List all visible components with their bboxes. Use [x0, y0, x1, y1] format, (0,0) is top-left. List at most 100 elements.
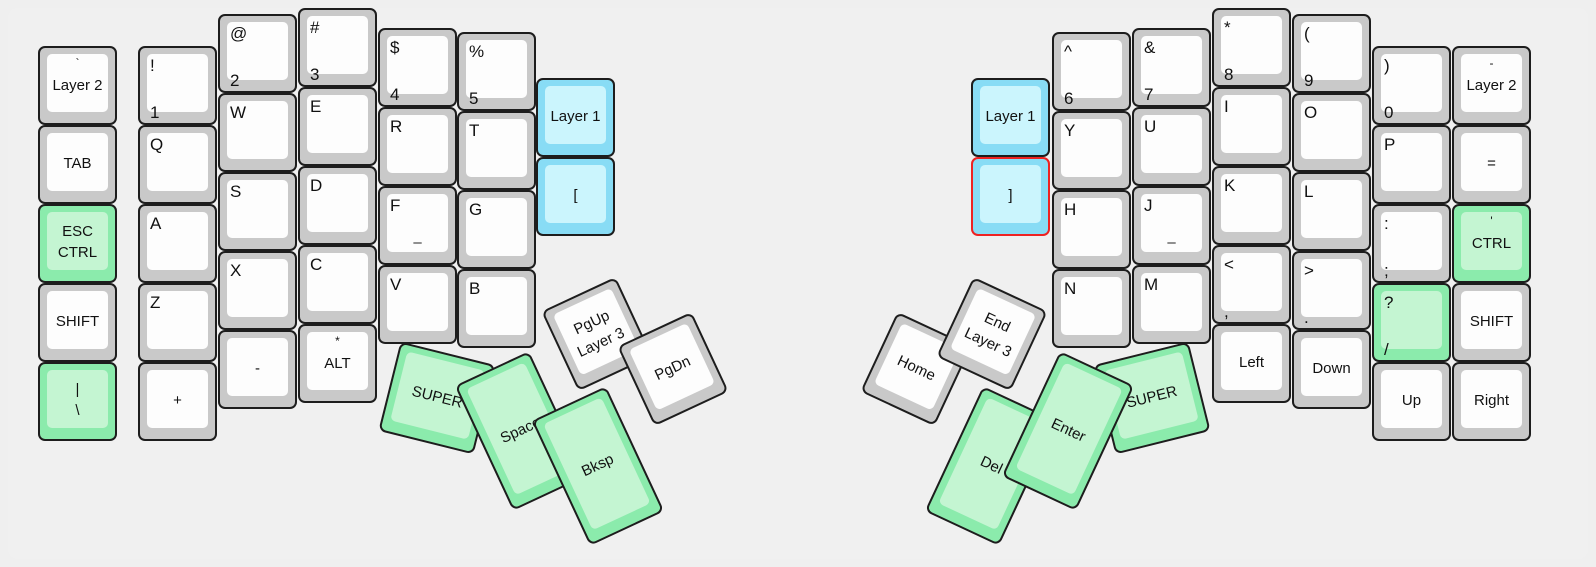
- key-cap: [1301, 101, 1362, 159]
- key-asterisk-alt[interactable]: *ALT: [298, 324, 377, 403]
- key-cap: [227, 338, 288, 396]
- key-equals[interactable]: =: [1452, 125, 1531, 204]
- key-cap: [466, 277, 527, 335]
- key-cap: [545, 86, 606, 144]
- key-minus[interactable]: -: [218, 330, 297, 409]
- key-w[interactable]: W: [218, 93, 297, 172]
- key-cap: [466, 198, 527, 256]
- key-g[interactable]: G: [457, 190, 536, 269]
- key-d[interactable]: D: [298, 166, 377, 245]
- key-cap: [387, 36, 448, 94]
- key-cap: [1301, 22, 1362, 80]
- key-q[interactable]: Q: [138, 125, 217, 204]
- key-r[interactable]: R: [378, 107, 457, 186]
- key-cap: [1461, 212, 1522, 270]
- key-cap: [307, 174, 368, 232]
- key-cap: [387, 273, 448, 331]
- key-6-caret[interactable]: ^6: [1052, 32, 1131, 111]
- key-pipe-backslash[interactable]: |\: [38, 362, 117, 441]
- key-f[interactable]: F–: [378, 186, 457, 265]
- key-question-slash[interactable]: ?/: [1372, 283, 1451, 362]
- key-cap: [1301, 259, 1362, 317]
- key-cap: [307, 16, 368, 74]
- key-cap: [1461, 370, 1522, 428]
- key-up[interactable]: Up: [1372, 362, 1451, 441]
- key-cap: [1381, 291, 1442, 349]
- key-cap: [147, 54, 208, 112]
- key-cap: [1141, 273, 1202, 331]
- key-cap: [949, 287, 1037, 376]
- key-cap: [1461, 133, 1522, 191]
- key-j[interactable]: J–: [1132, 186, 1211, 265]
- key-cap: [387, 194, 448, 252]
- key-7-amp[interactable]: &7: [1132, 28, 1211, 107]
- key-2-at[interactable]: @2: [218, 14, 297, 93]
- key-y[interactable]: Y: [1052, 111, 1131, 190]
- key-l[interactable]: L: [1292, 172, 1371, 251]
- key-layer1[interactable]: Layer 1: [536, 78, 615, 157]
- key-cap: [980, 165, 1041, 223]
- key-0-paren[interactable]: )0: [1372, 46, 1451, 125]
- key-i[interactable]: I: [1212, 87, 1291, 166]
- key-bracket-left[interactable]: [: [536, 157, 615, 236]
- key-cap: [1221, 95, 1282, 153]
- key-a[interactable]: A: [138, 204, 217, 283]
- key-s[interactable]: S: [218, 172, 297, 251]
- key-k[interactable]: K: [1212, 166, 1291, 245]
- key-4-dollar[interactable]: $4: [378, 28, 457, 107]
- key-cap: [307, 95, 368, 153]
- key-p[interactable]: P: [1372, 125, 1451, 204]
- key-comma[interactable]: <,: [1212, 245, 1291, 324]
- key-e[interactable]: E: [298, 87, 377, 166]
- key-layer1-right[interactable]: Layer 1: [971, 78, 1050, 157]
- key-down[interactable]: Down: [1292, 330, 1371, 409]
- key-cap: [1221, 332, 1282, 390]
- key-t[interactable]: T: [457, 111, 536, 190]
- key-cap: [1141, 194, 1202, 252]
- key-minus-layer2[interactable]: -Layer 2: [1452, 46, 1531, 125]
- key-cap: [147, 133, 208, 191]
- key-shift[interactable]: SHIFT: [38, 283, 117, 362]
- key-h[interactable]: H: [1052, 190, 1131, 269]
- key-u[interactable]: U: [1132, 107, 1211, 186]
- key-8-star[interactable]: *8: [1212, 8, 1291, 87]
- key-cap: [1141, 115, 1202, 173]
- key-z[interactable]: Z: [138, 283, 217, 362]
- key-right[interactable]: Right: [1452, 362, 1531, 441]
- key-cap: [1301, 180, 1362, 238]
- key-9-paren[interactable]: (9: [1292, 14, 1371, 93]
- key-colon-semi[interactable]: :;: [1372, 204, 1451, 283]
- key-cap: [227, 101, 288, 159]
- key-v[interactable]: V: [378, 265, 457, 344]
- key-b[interactable]: B: [457, 269, 536, 348]
- key-cap: [1301, 338, 1362, 396]
- key-cap: [307, 332, 368, 390]
- key-cap: [1381, 212, 1442, 270]
- key-3-hash[interactable]: #3: [298, 8, 377, 87]
- key-shift-right[interactable]: SHIFT: [1452, 283, 1531, 362]
- key-cap: [1221, 253, 1282, 311]
- key-cap: [307, 253, 368, 311]
- key-plus[interactable]: +: [138, 362, 217, 441]
- key-left[interactable]: Left: [1212, 324, 1291, 403]
- key-cap: [1061, 119, 1122, 177]
- key-period[interactable]: >.: [1292, 251, 1371, 330]
- key-cap: [1221, 174, 1282, 232]
- key-grave-layer2[interactable]: `Layer 2: [38, 46, 117, 125]
- key-cap: [1061, 198, 1122, 256]
- key-cap: [545, 165, 606, 223]
- key-tab[interactable]: TAB: [38, 125, 117, 204]
- key-m[interactable]: M: [1132, 265, 1211, 344]
- key-n[interactable]: N: [1052, 269, 1131, 348]
- key-bracket-right[interactable]: ]: [971, 157, 1050, 236]
- key-cap: [47, 133, 108, 191]
- key-1-bang[interactable]: !1: [138, 46, 217, 125]
- key-quote-ctrl[interactable]: 'CTRL: [1452, 204, 1531, 283]
- key-c[interactable]: C: [298, 245, 377, 324]
- key-cap: [227, 22, 288, 80]
- key-x[interactable]: X: [218, 251, 297, 330]
- key-o[interactable]: O: [1292, 93, 1371, 172]
- key-cap: [1461, 54, 1522, 112]
- key-5-percent[interactable]: %5: [457, 32, 536, 111]
